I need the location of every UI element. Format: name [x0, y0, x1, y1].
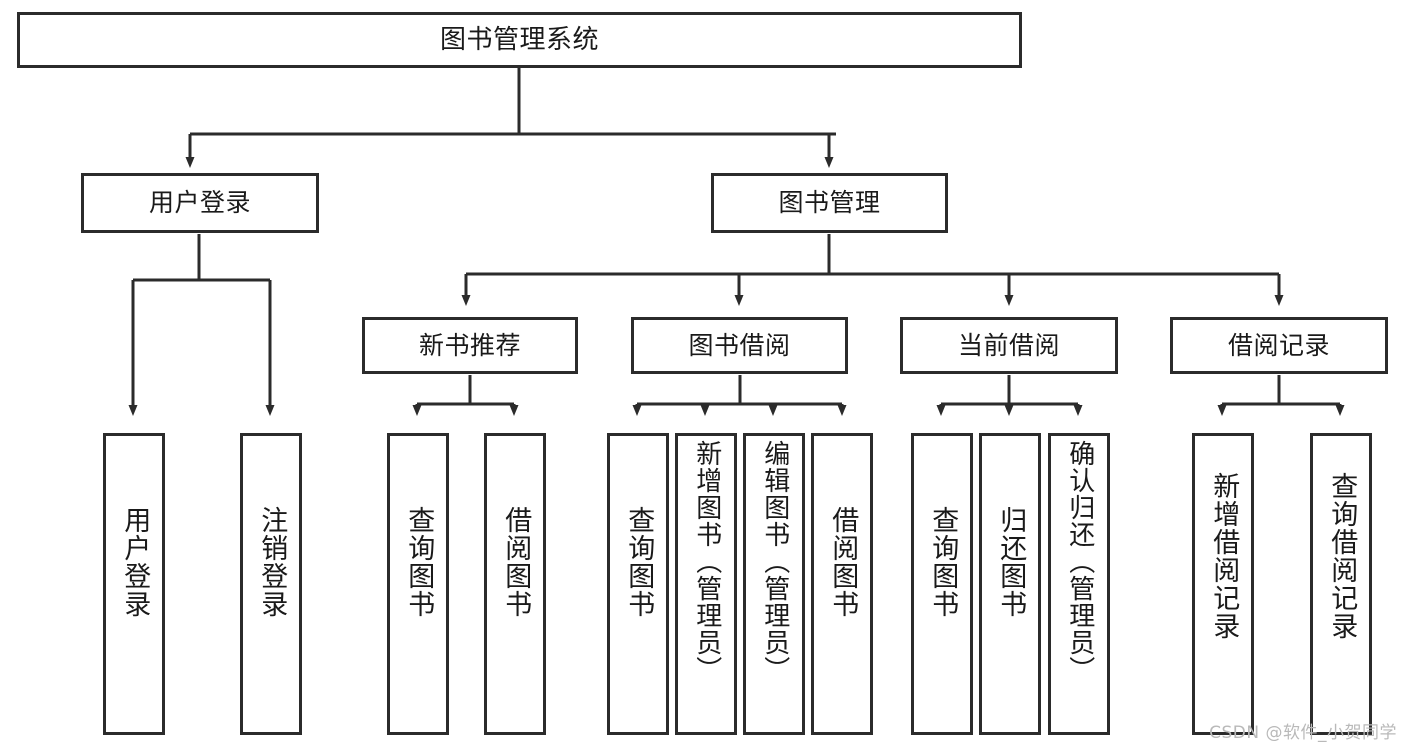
node-label: 图书管理 — [778, 188, 881, 218]
node-user-login[interactable]: 用户登录 — [81, 173, 319, 233]
leaf-new-book-borrow[interactable]: 借阅图书 — [484, 433, 546, 735]
node-label: 图书管理系统 — [439, 24, 599, 55]
node-label: 借阅记录 — [1227, 330, 1330, 360]
node-root-system[interactable]: 图书管理系统 — [17, 12, 1022, 68]
node-label: 查询借阅记录 — [1326, 472, 1358, 640]
node-label: 注销登录 — [256, 506, 288, 618]
leaf-new-book-query[interactable]: 查询图书 — [387, 433, 449, 735]
leaf-borrow-query-book[interactable]: 查询图书 — [607, 433, 669, 735]
node-label: 归还图书 — [995, 506, 1027, 618]
node-label: 借阅图书 — [500, 506, 532, 618]
node-label: 查询图书 — [927, 506, 959, 618]
node-label: 确认归还（管理员） — [1064, 440, 1095, 683]
node-label: 用户登录 — [119, 506, 151, 618]
leaf-records-query-record[interactable]: 查询借阅记录 — [1310, 433, 1372, 735]
node-label: 借阅图书 — [827, 506, 859, 618]
leaf-current-confirm-return-admin[interactable]: 确认归还（管理员） — [1048, 433, 1110, 735]
leaf-borrow-add-book-admin[interactable]: 新增图书（管理员） — [675, 433, 737, 735]
node-label: 用户登录 — [148, 188, 251, 218]
node-label: 查询图书 — [623, 506, 655, 618]
leaf-records-add-record[interactable]: 新增借阅记录 — [1192, 433, 1254, 735]
leaf-user-login-signout[interactable]: 注销登录 — [240, 433, 302, 735]
node-new-book-recommend[interactable]: 新书推荐 — [362, 317, 578, 374]
leaf-current-return-book[interactable]: 归还图书 — [979, 433, 1041, 735]
leaf-user-login-signin[interactable]: 用户登录 — [103, 433, 165, 735]
node-borrow-records[interactable]: 借阅记录 — [1170, 317, 1388, 374]
leaf-borrow-edit-book-admin[interactable]: 编辑图书（管理员） — [743, 433, 805, 735]
leaf-borrow-borrow-book[interactable]: 借阅图书 — [811, 433, 873, 735]
node-current-borrow[interactable]: 当前借阅 — [900, 317, 1118, 374]
node-label: 新增借阅记录 — [1208, 472, 1240, 640]
leaf-current-query-book[interactable]: 查询图书 — [911, 433, 973, 735]
node-label: 新增图书（管理员） — [691, 440, 722, 683]
node-label: 图书借阅 — [688, 330, 791, 360]
watermark-text: CSDN @软件_小贺同学 — [1209, 723, 1397, 743]
node-label: 查询图书 — [403, 506, 435, 618]
node-book-borrow[interactable]: 图书借阅 — [631, 317, 848, 374]
node-label: 当前借阅 — [957, 330, 1060, 360]
node-label: 编辑图书（管理员） — [759, 440, 790, 683]
node-label: 新书推荐 — [418, 330, 521, 360]
node-book-management[interactable]: 图书管理 — [711, 173, 948, 233]
